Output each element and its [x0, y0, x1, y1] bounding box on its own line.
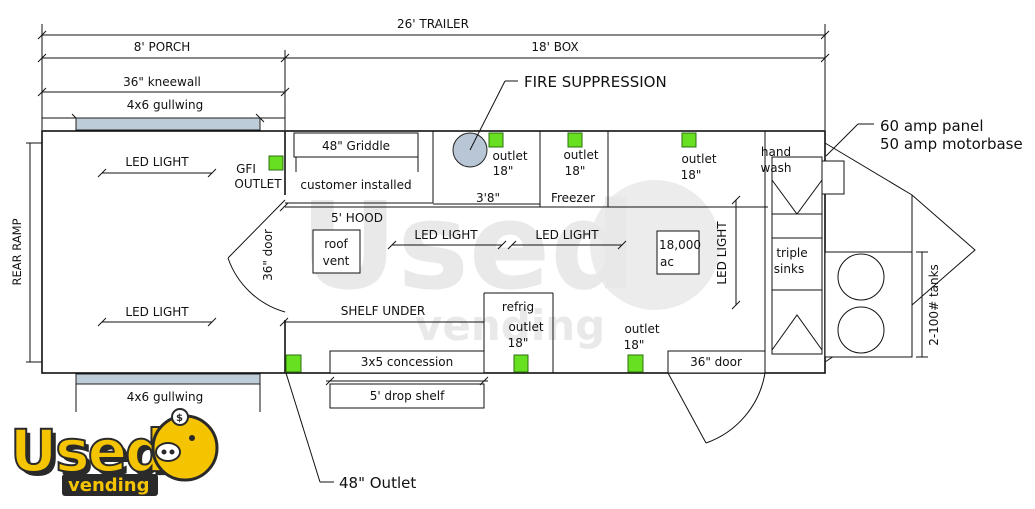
logo-coin-icon	[171, 408, 189, 426]
svg-text:$: $	[176, 413, 183, 424]
outlet-d-size: 18"	[508, 336, 529, 350]
ac-label-1: 18,000	[659, 238, 701, 252]
outlet-a-size: 18"	[493, 164, 514, 178]
outlet-e-size: 18"	[624, 338, 645, 352]
outlet-b-size: 18"	[565, 164, 586, 178]
triple-sinks-label-2: sinks	[774, 262, 804, 276]
gfi-outlet	[268, 155, 284, 171]
outlet-e	[627, 354, 644, 373]
front-door-label: 36" door	[690, 355, 742, 369]
gfi-outlet-label: OUTLET	[234, 177, 282, 191]
hand-wash-label-1: hand	[761, 145, 791, 159]
outlet-c	[681, 132, 697, 148]
panel-leader	[825, 123, 859, 157]
watermark: Used vending	[300, 178, 720, 350]
drop-shelf-label: 5' drop shelf	[370, 389, 445, 403]
outlet-d-label: outlet	[508, 320, 543, 334]
fire-suppression-label: FIRE SUPPRESSION	[524, 73, 667, 91]
logo-sub: vending	[68, 475, 150, 496]
hand-wash-sink	[771, 156, 823, 215]
outlet-b-label: outlet	[563, 148, 598, 162]
fire-suppression-leader	[469, 80, 506, 151]
gullwing-window-top	[75, 117, 261, 131]
gullwing-bottom-label: 4x6 gullwing	[127, 390, 203, 404]
kneewall-label: 36" kneewall	[123, 75, 201, 89]
dim-3-8-label: 3'8"	[476, 191, 500, 205]
concession-window	[329, 350, 485, 374]
roof-vent	[312, 229, 361, 274]
gfi-label: GFI	[236, 162, 256, 176]
dimension-lines	[37, 24, 830, 130]
outlet-a-label: outlet	[492, 149, 527, 163]
roof-vent-label-2: vent	[323, 254, 350, 268]
hand-wash-label-2: wash	[760, 161, 791, 175]
panel-label-2: 50 amp motorbase	[880, 135, 1023, 153]
shelf-under-label: SHELF UNDER	[341, 304, 426, 318]
freezer-label: Freezer	[551, 191, 595, 205]
outlet-48	[285, 354, 302, 373]
used-vending-logo: Used Used $ vending	[9, 408, 219, 496]
gullwing-top-label: 4x6 gullwing	[127, 98, 203, 112]
led-box-1-label: LED LIGHT	[414, 228, 478, 242]
outlet-a	[488, 132, 504, 148]
porch-length-label: 8' PORCH	[134, 40, 191, 54]
griddle	[293, 132, 419, 158]
led-porch-bottom-label: LED LIGHT	[125, 305, 189, 319]
outlet-48-label: 48" Outlet	[339, 474, 416, 492]
front-door-frame	[667, 350, 766, 374]
rear-ramp-label: REAR RAMP	[10, 218, 24, 285]
outlet-d	[513, 354, 529, 373]
side-door-label: 36" door	[261, 229, 275, 281]
led-porch-top-label: LED LIGHT	[125, 155, 189, 169]
outlet-e-label: outlet	[624, 322, 659, 336]
triple-sinks-label-1: triple	[776, 246, 807, 260]
concession-label: 3x5 concession	[361, 355, 454, 369]
customer-installed-label: customer installed	[300, 178, 411, 192]
front-door-swing	[667, 372, 707, 444]
ac-label-2: ac	[660, 255, 674, 269]
outlet-48-leader	[285, 372, 321, 483]
griddle-label: 48" Griddle	[322, 139, 390, 153]
propane-tank-1	[837, 253, 885, 301]
panel-label-1: 60 amp panel	[880, 117, 984, 135]
tanks-label: 2-100# tanks	[927, 264, 941, 346]
gullwing-window-bottom	[75, 373, 261, 385]
led-box-2-label: LED LIGHT	[535, 228, 599, 242]
propane-tank-2	[837, 306, 885, 354]
outlet-b	[567, 132, 583, 148]
side-door-swing	[227, 199, 286, 313]
box-length-label: 18' BOX	[531, 40, 578, 54]
trailer-length-label: 26' TRAILER	[397, 17, 469, 31]
outlet-c-label: outlet	[681, 152, 716, 166]
ac-unit	[656, 230, 700, 275]
drop-shelf	[329, 383, 485, 409]
svg-text:vending: vending	[415, 301, 605, 350]
triple-sinks	[771, 213, 823, 355]
led-box-vertical-label: LED LIGHT	[715, 221, 729, 285]
refrig-label: refrig	[502, 300, 534, 314]
roof-vent-label-1: roof	[324, 237, 348, 251]
hood-label: 5' HOOD	[331, 211, 383, 225]
electrical-panel	[821, 160, 845, 195]
outlet-c-size: 18"	[681, 168, 702, 182]
